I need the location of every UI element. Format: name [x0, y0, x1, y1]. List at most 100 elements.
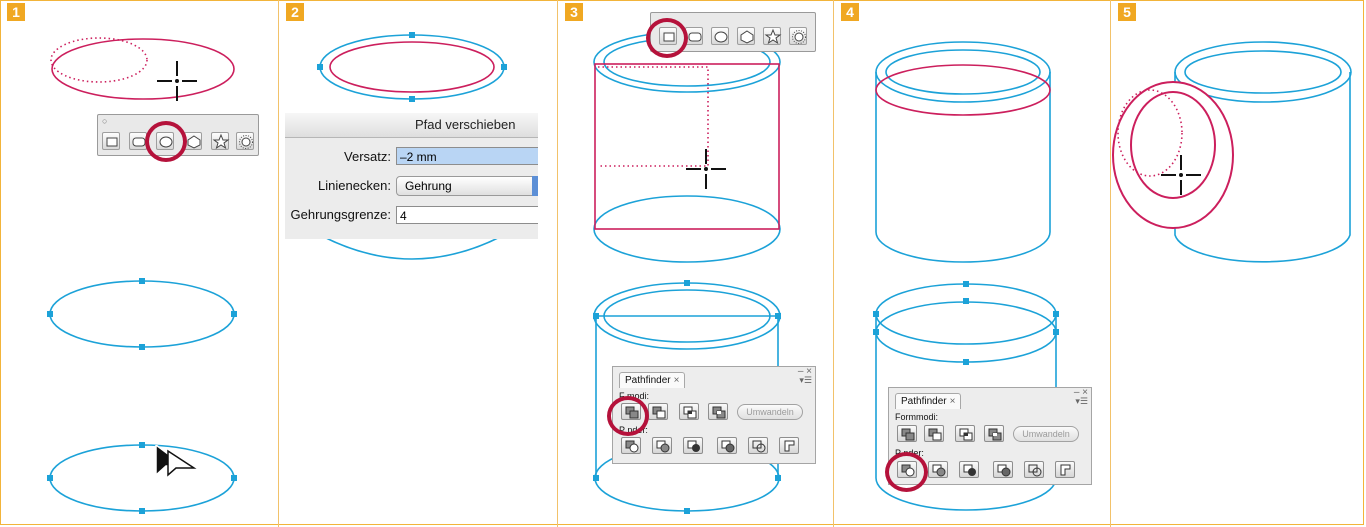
miter-limit-label: Gehrungsgrenze:	[290, 207, 391, 222]
crosshair-cursor-icon	[1161, 155, 1201, 195]
anchor-points	[47, 32, 1059, 514]
exclude-overlap-icon[interactable]	[708, 403, 728, 420]
subtract-from-shape-icon[interactable]	[924, 425, 944, 442]
offset-ellipse-shape	[875, 64, 1051, 116]
anchor-point	[963, 281, 969, 287]
ellipse-shape	[593, 195, 781, 263]
panel-divider	[833, 0, 834, 527]
ellipse-shape	[49, 444, 235, 512]
tab-pathfinder[interactable]: Pathfinder×	[619, 372, 686, 388]
anchor-point	[684, 280, 690, 286]
merge-icon[interactable]	[959, 461, 979, 478]
panel-menu-icon[interactable]: ▾☰	[799, 375, 812, 385]
toolbar-grip-icon[interactable]: ○	[102, 116, 108, 126]
cylinder-base	[875, 477, 1057, 511]
anchor-point	[231, 311, 237, 317]
selected-tool-highlight-ring	[646, 18, 688, 58]
miter-limit-field[interactable]: 4	[396, 206, 538, 224]
rectangle-tool-icon[interactable]	[102, 132, 120, 150]
crop-icon[interactable]	[993, 461, 1013, 478]
anchor-point	[139, 442, 145, 448]
ellipse-shape	[1184, 50, 1342, 94]
pathfinder-highlight-ring	[607, 396, 649, 436]
panel-window-controls[interactable]: – ×	[1073, 387, 1088, 398]
selection-arrow-cursor-icon	[155, 445, 197, 477]
anchor-point	[593, 475, 599, 481]
ellipse-shape	[875, 301, 1057, 363]
rectangle-drag-preview	[598, 66, 709, 167]
panel-divider	[1110, 0, 1111, 527]
anchor-point	[139, 508, 145, 514]
flare-tool-icon[interactable]	[789, 27, 807, 45]
anchor-point	[409, 96, 415, 102]
pathfinder-tab-label: Pathfinder	[625, 375, 671, 386]
panel-window-controls[interactable]: – ×	[797, 366, 812, 377]
anchor-point	[231, 475, 237, 481]
anchor-point	[1053, 329, 1059, 335]
shape-modes-label: Formmodi:	[895, 412, 939, 422]
anchor-point	[1053, 311, 1059, 317]
step-badge-4: 4	[841, 3, 859, 21]
trim-icon[interactable]	[928, 461, 948, 478]
anchor-point	[775, 475, 781, 481]
step-badge-2: 2	[286, 3, 304, 21]
outline-icon[interactable]	[1024, 461, 1044, 478]
offset-path-dialog: Pfad verschieben Versatz: –2 mm Linienec…	[285, 113, 538, 239]
panel-divider	[278, 0, 279, 527]
crop-icon[interactable]	[717, 437, 737, 454]
pathfinder-tab-label: Pathfinder	[901, 396, 947, 407]
step-badge-1: 1	[7, 3, 25, 21]
close-icon[interactable]: ×	[949, 396, 956, 407]
offset-ellipse-shape	[1130, 91, 1216, 199]
ellipse-shape	[319, 34, 505, 100]
tab-pathfinder[interactable]: Pathfinder×	[895, 393, 962, 409]
offset-label: Versatz:	[344, 149, 391, 164]
chevron-down-icon[interactable]	[532, 176, 538, 196]
convert-button[interactable]: Umwandeln	[1013, 426, 1079, 442]
offset-field[interactable]: –2 mm	[396, 147, 538, 165]
intersect-shape-icon[interactable]	[955, 425, 975, 442]
anchor-point	[501, 64, 507, 70]
anchor-point	[775, 313, 781, 319]
close-icon[interactable]: ×	[673, 375, 680, 386]
ellipse-tool-icon[interactable]	[711, 27, 729, 45]
trim-icon[interactable]	[652, 437, 672, 454]
ellipse-shape	[875, 41, 1051, 103]
anchor-point	[873, 311, 879, 317]
crosshair-cursor-icon	[686, 149, 726, 189]
intersect-shape-icon[interactable]	[679, 403, 699, 420]
polygon-tool-icon[interactable]	[184, 132, 202, 150]
ellipse-shape	[875, 283, 1057, 345]
step-badge-3: 3	[565, 3, 583, 21]
ellipse-shape	[1112, 81, 1234, 229]
convert-button[interactable]: Umwandeln	[737, 404, 803, 420]
star-tool-icon[interactable]	[763, 27, 782, 45]
exclude-overlap-icon[interactable]	[984, 425, 1004, 442]
panel-menu-icon[interactable]: ▾☰	[1075, 396, 1088, 406]
outline-icon[interactable]	[748, 437, 768, 454]
ellipse-shape	[1174, 41, 1352, 103]
add-to-shape-icon[interactable]	[897, 425, 917, 442]
crosshair-cursor-icon	[157, 61, 197, 101]
divide-icon[interactable]	[621, 437, 641, 454]
star-tool-icon[interactable]	[211, 132, 230, 150]
cylinder-outline	[1174, 72, 1351, 263]
polygon-tool-icon[interactable]	[737, 27, 755, 45]
joins-select[interactable]: Gehrung	[396, 176, 538, 196]
anchor-point	[139, 278, 145, 284]
pathfinder-highlight-ring	[885, 452, 928, 492]
flare-tool-icon[interactable]	[236, 132, 254, 150]
ellipse-drag-preview	[50, 37, 148, 83]
minus-back-icon[interactable]	[779, 437, 799, 454]
dialog-titlebar[interactable]	[285, 113, 538, 138]
anchor-point	[873, 329, 879, 335]
anchor-point	[963, 298, 969, 304]
anchor-point	[139, 344, 145, 350]
merge-icon[interactable]	[683, 437, 703, 454]
anchor-point	[409, 32, 415, 38]
ellipse-shape	[49, 280, 235, 348]
subtract-from-shape-icon[interactable]	[648, 403, 668, 420]
anchor-point	[963, 359, 969, 365]
minus-back-icon[interactable]	[1055, 461, 1075, 478]
